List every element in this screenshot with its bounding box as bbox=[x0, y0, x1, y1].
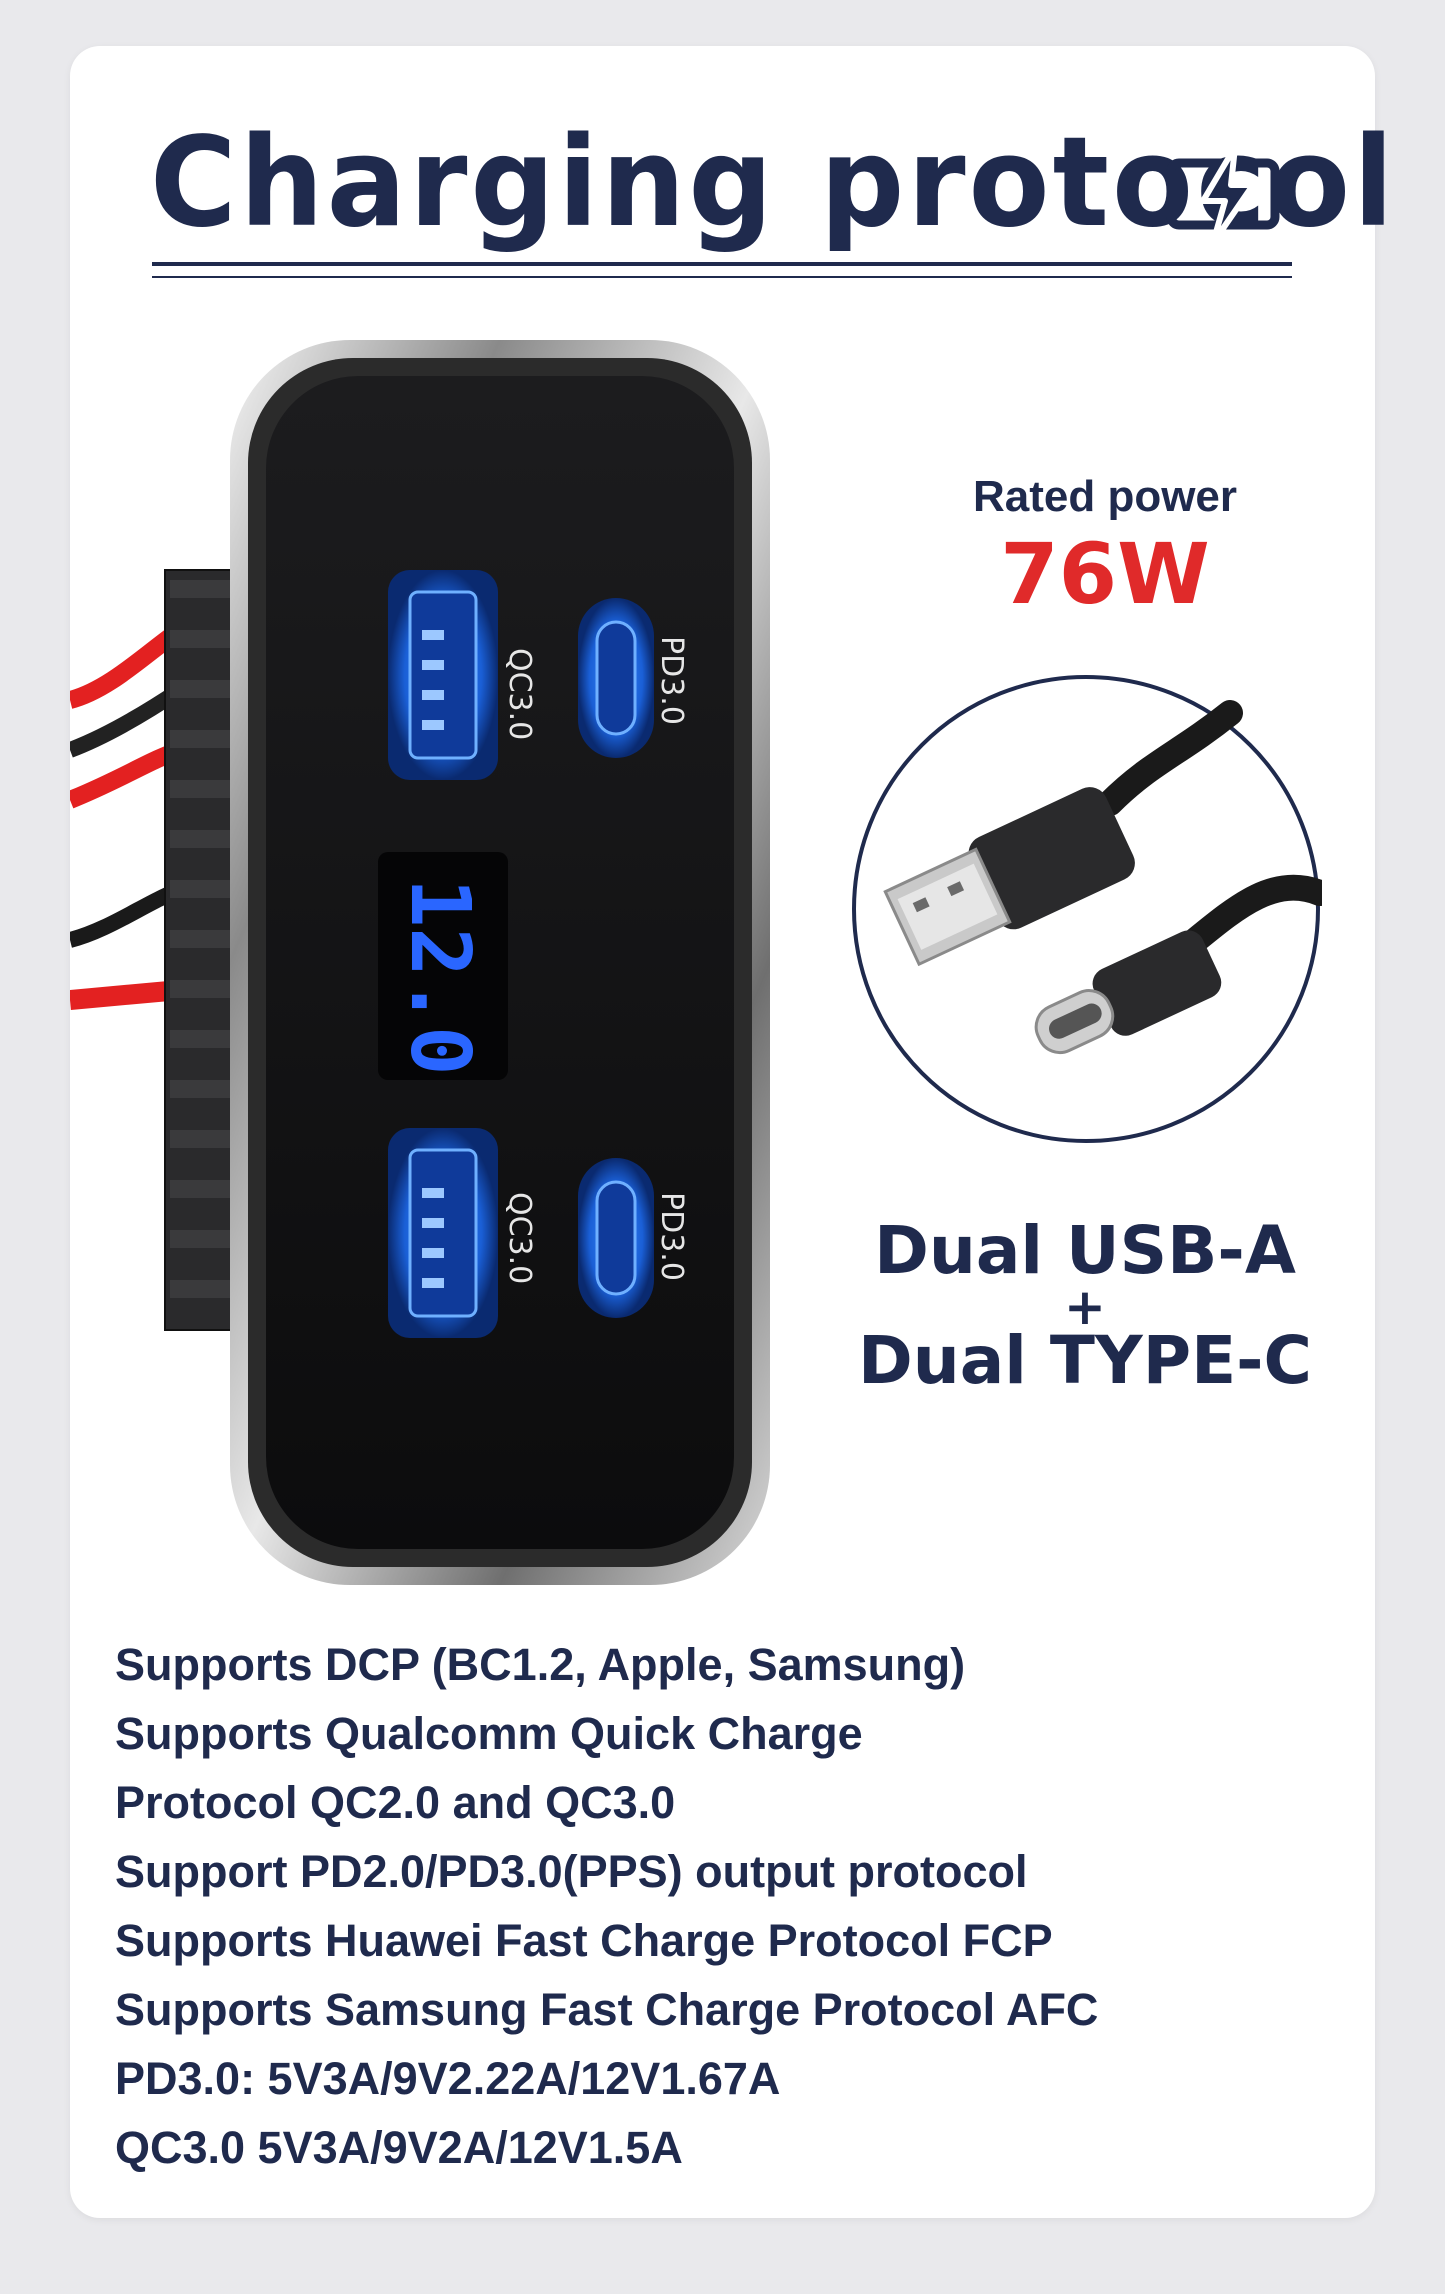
feature-list: Supports DCP (BC1.2, Apple, Samsung) Sup… bbox=[115, 1630, 1345, 2182]
battery-charging-icon bbox=[1166, 145, 1289, 245]
ports-line-usb-a: Dual USB-A bbox=[874, 1212, 1296, 1289]
feature-item: PD3.0: 5V3A/9V2.22A/12V1.67A bbox=[115, 2053, 781, 2104]
voltage-display: 12.0 bbox=[392, 878, 487, 1075]
title-rule bbox=[152, 262, 1292, 266]
feature-item: Support PD2.0/PD3.0(PPS) output protocol bbox=[115, 1846, 1028, 1897]
feature-item: QC3.0 5V3A/9V2A/12V1.5A bbox=[115, 2122, 683, 2173]
ports-line-type-c: Dual TYPE-C bbox=[857, 1322, 1312, 1399]
port-label: QC3.0 bbox=[502, 648, 537, 740]
port-label: QC3.0 bbox=[502, 1192, 537, 1284]
feature-item: Supports DCP (BC1.2, Apple, Samsung) bbox=[115, 1639, 966, 1690]
feature-item: Supports Huawei Fast Charge Protocol FCP bbox=[115, 1915, 1053, 1966]
port-label: PD3.0 bbox=[654, 636, 689, 725]
feature-item: Protocol QC2.0 and QC3.0 bbox=[115, 1777, 676, 1828]
port-label: PD3.0 bbox=[654, 1192, 689, 1281]
rated-power-label: Rated power bbox=[972, 472, 1238, 521]
title-rule-thin bbox=[152, 276, 1292, 278]
usb-cable-image bbox=[852, 675, 1322, 1143]
ports-plus: + bbox=[1064, 1278, 1106, 1336]
charger-device-image: QC3.0 PD3.0 12.0 QC3.0 PD3.0 bbox=[70, 340, 770, 1585]
rated-power-value: 76W bbox=[1000, 525, 1210, 623]
feature-item: Supports Samsung Fast Charge Protocol AF… bbox=[115, 1984, 1099, 2035]
feature-item: Supports Qualcomm Quick Charge bbox=[115, 1708, 863, 1759]
